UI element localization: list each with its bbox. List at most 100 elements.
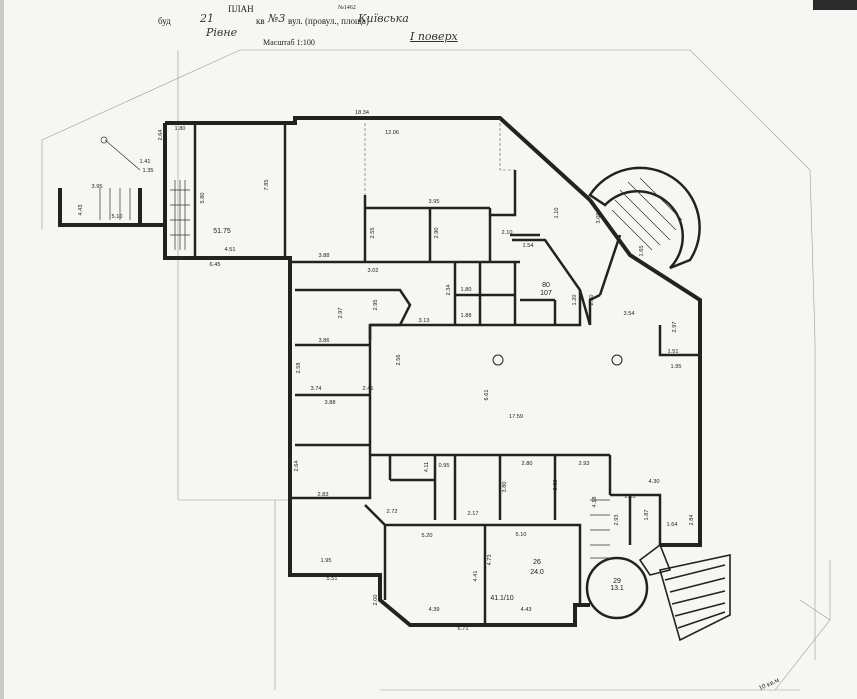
plan-title: ПЛАН: [228, 4, 254, 14]
line-prefix: буд: [158, 16, 171, 26]
dimension-label: 4.73: [487, 555, 493, 566]
dimension-label: 4.41: [473, 571, 479, 582]
dimension-label: 4.43: [78, 205, 84, 216]
dimension-label: 2.00: [373, 595, 379, 606]
dimension-label: 2.97: [338, 308, 344, 319]
dimension-label: 18.34: [355, 110, 369, 116]
dimension-label: 1.87: [644, 510, 650, 521]
street-name: Київська: [358, 12, 409, 25]
area-label: 24.0: [530, 569, 544, 576]
dimension-label: 2.72: [387, 509, 398, 515]
dimension-label: 1.54: [523, 243, 534, 249]
house-number: 21: [200, 12, 214, 25]
dimension-label: 7.85: [264, 180, 270, 191]
dimension-label: 17.59: [509, 414, 523, 420]
dimension-label: 12.06: [385, 130, 399, 136]
dimension-label: 3.74: [311, 386, 322, 392]
dimension-label: 2.13: [625, 494, 636, 500]
scan-edge: [0, 0, 4, 699]
dimension-label: 6.71: [458, 626, 469, 632]
dimension-label: 1.41: [140, 159, 151, 165]
city-name: Рівне: [206, 26, 238, 39]
dimension-label: 5.20: [422, 533, 433, 539]
dimension-label: 2.80: [522, 461, 533, 467]
dimension-label: 1.35: [143, 168, 154, 174]
dimension-label: 3.05: [596, 213, 602, 224]
dimension-label: 2.90: [434, 228, 440, 239]
area-label: 29: [613, 578, 621, 585]
dimension-label: 3.80: [553, 480, 559, 491]
dimension-label: 1.20: [572, 295, 578, 306]
dimension-label: 2.84: [689, 515, 695, 526]
entrance-steps: [638, 543, 731, 642]
dimension-label: 2.64: [294, 461, 300, 472]
dimension-label: 1.51: [668, 349, 679, 355]
line-mid: кв: [256, 16, 265, 26]
dimension-label: 1.65: [639, 246, 645, 257]
area-label: 107: [540, 290, 552, 297]
dimension-label: 4.39: [429, 607, 440, 613]
dimension-label: 5.10: [112, 214, 123, 220]
dimension-label: 5.51: [327, 576, 338, 582]
round-bay-walls: [585, 166, 701, 620]
line-suffix: вул. (провул., площа): [288, 16, 369, 26]
dimension-label: 2.64: [158, 130, 164, 141]
dimension-label: 4.43: [521, 607, 532, 613]
dimension-label: 3.02: [368, 268, 379, 274]
dimension-label: 3.54: [624, 311, 635, 317]
dimension-label: 4.51: [225, 247, 236, 253]
dimension-label: 3.88: [325, 400, 336, 406]
dimension-label: 1.64: [667, 522, 678, 528]
dimension-label: 1.10: [554, 208, 560, 219]
scan-corner-mark: [813, 0, 857, 10]
columns: [492, 354, 623, 366]
dimension-label: 2.41: [363, 386, 374, 392]
dimension-label: 1.95: [321, 558, 332, 564]
area-label: 26: [533, 559, 541, 566]
dimension-label: 1.88: [461, 313, 472, 319]
dimension-label: 3.86: [319, 338, 330, 344]
outer-walls: [58, 116, 702, 627]
dimension-label: 4.11: [424, 462, 430, 472]
area-label: 80: [542, 282, 550, 289]
area-label: 51.75: [213, 228, 231, 235]
area-label: 13.1: [610, 585, 624, 592]
hidden-lines: [364, 118, 515, 195]
dimension-label: 2.10: [502, 230, 513, 236]
inner-walls: [193, 123, 700, 625]
area-label: 41.1/10: [490, 595, 513, 602]
dimension-labels: 18.34 12.06 1.80 2.64 1.41 1.35 4.43 3.95 5.10 5.…: [78, 110, 695, 632]
dimension-label: 3.95: [92, 184, 103, 190]
dimension-label: 2.97: [672, 322, 678, 333]
dimension-label: 0.95: [439, 463, 450, 469]
floor-label: I поверх: [410, 30, 458, 43]
dimension-label: 2.55: [370, 228, 376, 239]
dimension-label: 5.10: [516, 532, 527, 538]
dimension-label: 2.80: [589, 295, 595, 306]
dimension-label: 1.80: [461, 287, 472, 293]
dimension-label: 4.18: [592, 497, 598, 508]
stamp-number: №1462: [338, 5, 356, 11]
dimension-label: 2.93: [614, 515, 620, 526]
dimension-label: 1.80: [175, 126, 186, 132]
dimension-label: 2.56: [396, 355, 402, 366]
dimension-label: 5.80: [200, 193, 206, 204]
dimension-label: 3.95: [429, 199, 440, 205]
dimension-label: 3.80: [502, 482, 508, 493]
plan-scale: Масштаб 1:100: [263, 38, 315, 47]
dimension-label: 2.95: [373, 300, 379, 311]
dimension-label: 4.30: [649, 479, 660, 485]
dimension-label: 2.83: [318, 492, 329, 498]
dimension-label: 1.95: [671, 364, 682, 370]
dimension-label: 2.93: [579, 461, 590, 467]
dimension-label: 3.88: [319, 253, 330, 259]
dimension-label: 6.45: [210, 262, 221, 268]
stairs: [99, 136, 683, 559]
dimension-label: 3.13: [419, 318, 430, 324]
apartment-number: №3: [268, 12, 286, 25]
dimension-label: 2.17: [468, 511, 479, 517]
dimension-label: 2.34: [446, 285, 452, 296]
